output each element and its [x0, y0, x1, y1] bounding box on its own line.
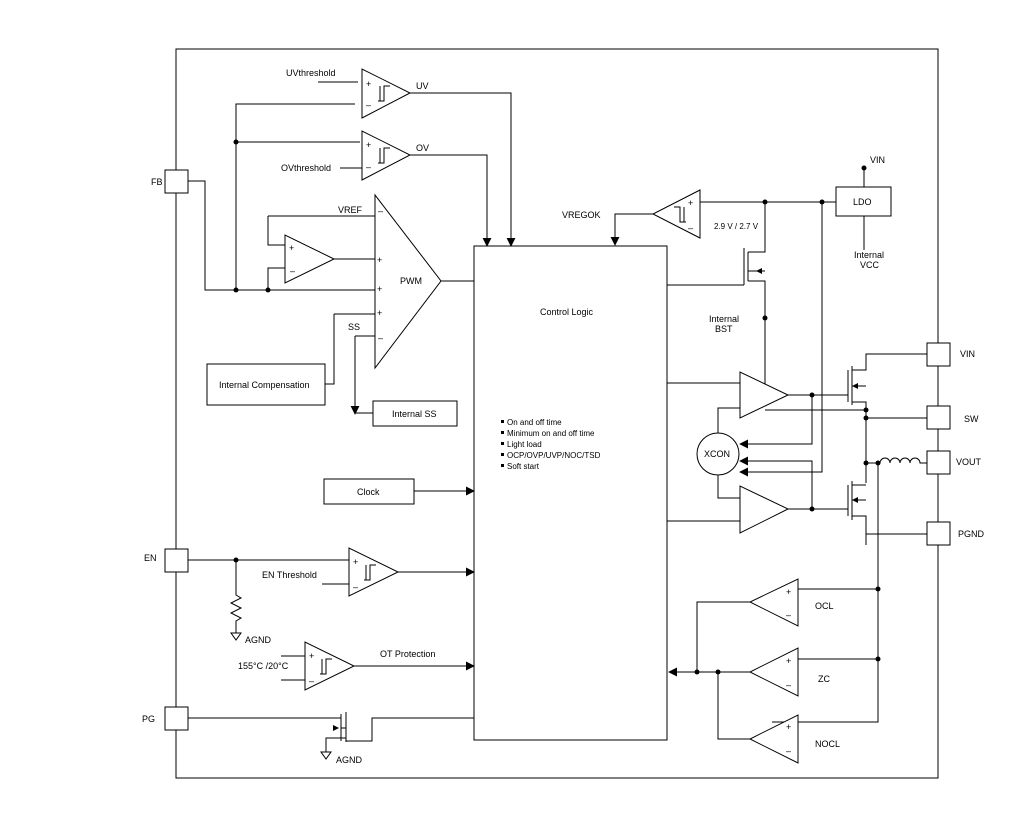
feature-item: Light load: [507, 440, 542, 449]
svg-text:+: +: [377, 284, 382, 294]
sw-pin-label: SW: [964, 414, 979, 424]
svg-text:–: –: [378, 206, 383, 216]
internal-vcc-label-2: VCC: [860, 260, 880, 270]
ocl-comparator: + –: [748, 578, 799, 627]
svg-text:–: –: [786, 680, 791, 690]
vregok-label: VREGOK: [562, 210, 601, 220]
control-logic-title: Control Logic: [540, 307, 594, 317]
ot-protection-label: OT Protection: [380, 649, 435, 659]
svg-text:+: +: [786, 587, 791, 597]
svg-text:–: –: [353, 582, 358, 592]
ov-comparator: + –: [361, 130, 412, 181]
vin-pin: [926, 342, 951, 367]
agnd-pg-label: AGND: [336, 755, 363, 765]
feature-item: On and off time: [507, 418, 562, 427]
svg-text:+: +: [309, 651, 314, 661]
ldo-block: [835, 186, 892, 217]
vout-pin: [926, 450, 951, 475]
vin-pin-label: VIN: [960, 349, 975, 359]
ov-label: OV: [416, 143, 429, 153]
pgnd-pin: [926, 521, 951, 546]
inductor: [866, 457, 927, 464]
pg-pin: [164, 706, 189, 731]
internal-bst-label-1: Internal: [709, 314, 739, 324]
svg-text:–: –: [786, 610, 791, 620]
svg-text:–: –: [366, 162, 371, 172]
chip-outline: [175, 48, 939, 779]
ot-temp-label: 155°C /20°C: [238, 661, 289, 671]
en-pin-label: EN: [144, 553, 157, 563]
svg-text:+: +: [377, 255, 382, 265]
internal-vcc-label-1: Internal: [854, 250, 884, 260]
pg-transistor: [188, 712, 474, 760]
pwm-comparator: – + + + –: [374, 193, 442, 370]
low-side-mosfet: [847, 481, 927, 535]
ot-comparator: + –: [304, 641, 356, 691]
svg-text:–: –: [366, 100, 371, 110]
svg-text:+: +: [377, 308, 382, 318]
error-amplifier: + –: [284, 234, 336, 284]
svg-text:–: –: [378, 333, 383, 343]
feature-item: OCP/OVP/UVP/NOC/TSD: [507, 451, 601, 460]
svg-text:–: –: [290, 266, 295, 276]
high-side-mosfet: [847, 353, 927, 422]
pg-pin-label: PG: [142, 714, 155, 724]
uv-threshold-label: UVthreshold: [286, 68, 336, 78]
low-side-driver: [739, 485, 790, 534]
internal-bst-label-2: BST: [715, 324, 733, 334]
ss-label: SS: [348, 322, 360, 332]
svg-text:+: +: [688, 198, 693, 208]
pgnd-pin-label: PGND: [958, 529, 985, 539]
uvlo-comparator: + –: [651, 189, 701, 239]
control-logic-block: [473, 245, 668, 741]
svg-text:–: –: [786, 746, 791, 756]
svg-text:+: +: [366, 140, 371, 150]
bootstrap-switch: [667, 202, 766, 395]
xcon-block: [696, 432, 740, 476]
uv-comparator: + –: [361, 68, 412, 119]
uvlo-threshold-label: 2.9 V / 2.7 V: [714, 222, 759, 231]
control-logic-features: On and off time Minimum on and off time …: [501, 418, 601, 471]
internal-compensation-block: [206, 363, 326, 406]
en-threshold-label: EN Threshold: [262, 570, 317, 580]
ov-threshold-label: OVthreshold: [281, 163, 331, 173]
fb-pin: [164, 169, 189, 194]
vin-top-label: VIN: [870, 155, 885, 165]
high-side-driver: [739, 371, 790, 419]
svg-text:LDO: LDO: [853, 197, 872, 207]
vref-label: VREF: [338, 205, 363, 215]
internal-ss-block: [372, 400, 458, 427]
svg-text:–: –: [309, 676, 314, 686]
svg-text:Internal SS: Internal SS: [392, 409, 437, 419]
zc-comparator: + –: [748, 647, 799, 697]
svg-text:Internal Compensation: Internal Compensation: [219, 380, 310, 390]
svg-text:–: –: [688, 223, 693, 233]
svg-text:+: +: [353, 557, 358, 567]
en-comparator: + –: [348, 547, 400, 597]
svg-text:+: +: [786, 722, 791, 732]
nocl-comparator: + –: [748, 714, 799, 764]
zc-label: ZC: [818, 674, 830, 684]
fb-pin-label: FB: [151, 177, 163, 187]
svg-text:Clock: Clock: [357, 487, 380, 497]
agnd-en-label: AGND: [245, 635, 272, 645]
clock-block: [323, 478, 415, 505]
feature-item: Soft start: [507, 462, 540, 471]
nocl-label: NOCL: [815, 739, 840, 749]
feature-item: Minimum on and off time: [507, 429, 595, 438]
uv-label: UV: [416, 81, 429, 91]
pwm-label: PWM: [400, 276, 422, 286]
en-pin: [164, 548, 189, 573]
vout-pin-label: VOUT: [956, 457, 982, 467]
sw-pin: [926, 405, 951, 430]
svg-text:+: +: [366, 79, 371, 89]
svg-text:+: +: [786, 656, 791, 666]
svg-text:XCON: XCON: [704, 449, 730, 459]
svg-text:+: +: [289, 243, 294, 253]
ocl-label: OCL: [815, 601, 834, 611]
